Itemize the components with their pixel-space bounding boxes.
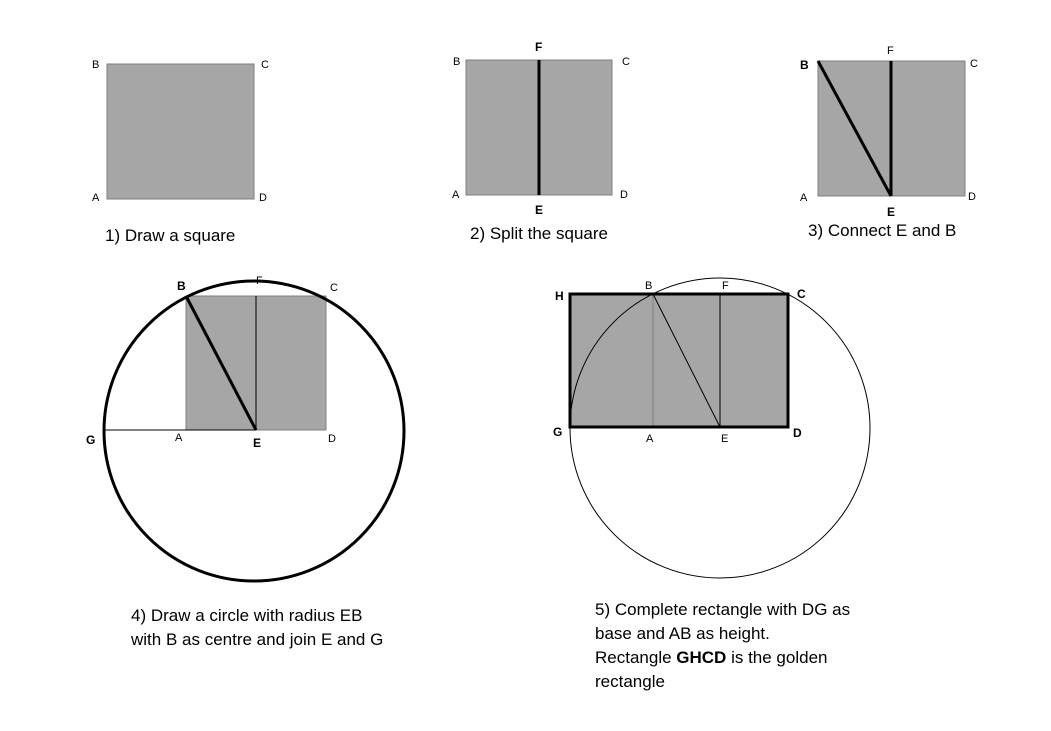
step-3-label-b: B: [800, 58, 809, 72]
step-4-label-g: G: [86, 433, 95, 447]
step-2-figure: B C F A D E: [452, 40, 630, 217]
step-3-caption-line: 3) Connect E and B: [808, 221, 957, 240]
step-2-label-e: E: [535, 203, 543, 217]
step-2-caption-line: 2) Split the square: [470, 224, 608, 243]
step-5-label-h: H: [555, 289, 564, 303]
step-2-label-a: A: [452, 189, 460, 201]
step-2-label-c: C: [622, 56, 630, 68]
step-5-figure: H B F C G A E D: [553, 277, 871, 579]
step-5-label-b: B: [645, 280, 652, 292]
step-4-circle: [102, 279, 406, 583]
step-3-label-e: E: [887, 205, 895, 219]
step-1-square: [106, 63, 255, 200]
step-2-label-f: F: [535, 40, 542, 54]
step-4-figure: B F C G A E D: [86, 275, 406, 583]
step-1-caption-line: 1) Draw a square: [105, 226, 236, 245]
step-5-caption-suffix: is the golden: [726, 648, 828, 667]
step-5-label-f: F: [722, 280, 729, 292]
step-4-line-eb: [184, 295, 258, 431]
step-5-caption: 5) Complete rectangle with DG as base an…: [595, 598, 850, 694]
step-5-rectangle-ghcd: [570, 294, 788, 427]
step-5-caption-line-2: base and AB as height.: [595, 624, 770, 643]
step-3-label-d: D: [968, 191, 976, 203]
step-1-label-d: D: [259, 192, 267, 204]
step-4-label-d: D: [328, 433, 336, 445]
step-4-label-b: B: [177, 279, 186, 293]
step-5-caption-line-4: rectangle: [595, 672, 665, 691]
step-4-label-e: E: [253, 436, 261, 450]
step-3-line-eb: [816, 60, 893, 197]
step-5-label-g: G: [553, 425, 562, 439]
step-5-label-a: A: [646, 433, 654, 445]
step-2-label-d: D: [620, 189, 628, 201]
step-2-label-b: B: [453, 56, 460, 68]
step-3-label-f: F: [887, 45, 894, 57]
step-1-label-a: A: [92, 192, 100, 204]
step-5-caption-prefix: Rectangle: [595, 648, 677, 667]
step-3-label-c: C: [970, 58, 978, 70]
step-3-caption: 3) Connect E and B: [808, 219, 956, 243]
step-4-label-c: C: [330, 282, 338, 294]
step-1-label-b: B: [92, 59, 99, 71]
step-3-figure: B C F A D E: [800, 45, 978, 219]
step-1-caption: 1) Draw a square: [105, 224, 235, 248]
step-4-caption-line-2: with B as centre and join E and G: [131, 630, 384, 649]
step-5-caption-ghcd: GHCD: [676, 648, 727, 667]
step-3-label-a: A: [800, 192, 808, 204]
step-5-caption-line-3: Rectangle GHCD is the golden: [595, 646, 850, 670]
step-5-label-e: E: [721, 433, 728, 445]
step-1-figure: B C A D: [92, 59, 269, 204]
step-5-label-c: C: [797, 287, 806, 301]
step-5-line-eb: [652, 293, 721, 428]
step-5-label-d: D: [793, 426, 802, 440]
step-4-label-a: A: [175, 432, 183, 444]
step-5-rectangle-outline: [568, 292, 790, 429]
step-2-caption: 2) Split the square: [470, 222, 608, 246]
step-4-caption-line-1: 4) Draw a circle with radius EB: [131, 606, 363, 625]
step-5-caption-line-1: 5) Complete rectangle with DG as: [595, 600, 851, 619]
step-4-caption: 4) Draw a circle with radius EB with B a…: [131, 604, 383, 652]
step-1-label-c: C: [261, 59, 269, 71]
step-4-label-f: F: [256, 275, 263, 287]
